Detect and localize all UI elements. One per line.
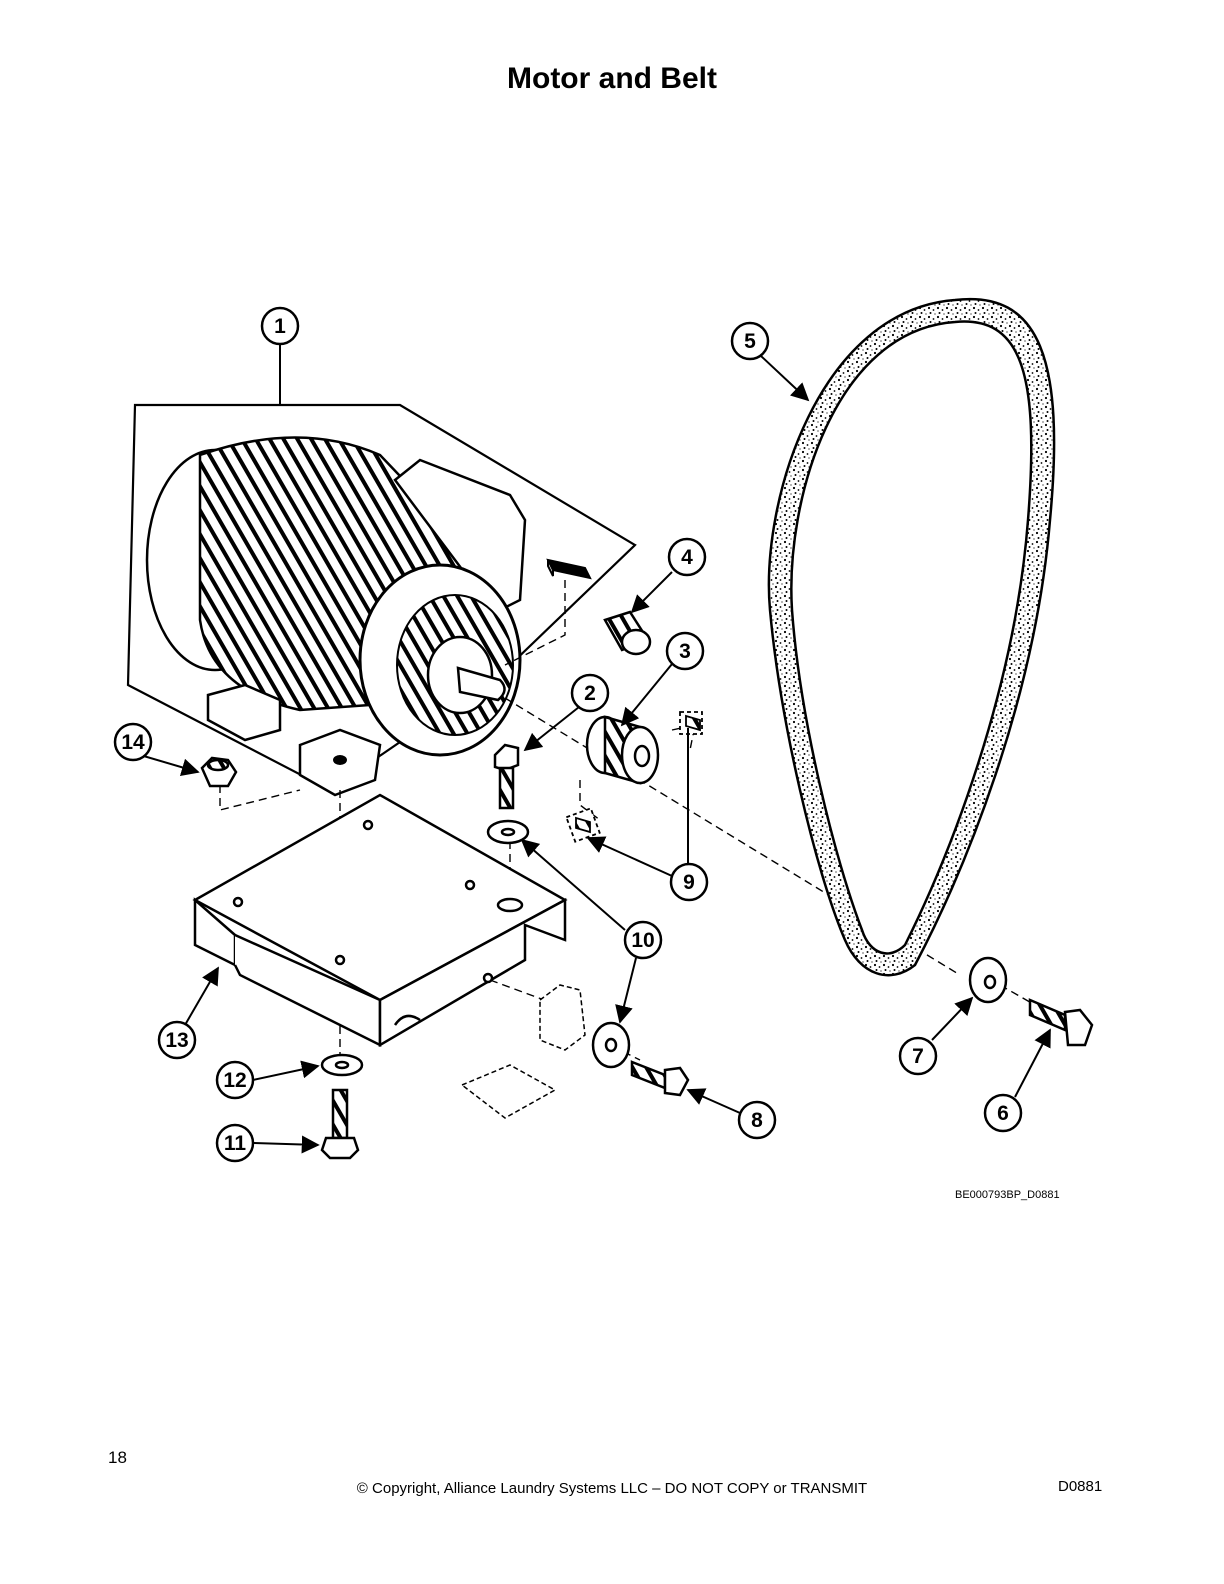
belt-washer xyxy=(968,956,1008,1004)
svg-text:7: 7 xyxy=(912,1045,924,1068)
svg-text:9: 9 xyxy=(683,871,695,894)
svg-text:13: 13 xyxy=(165,1029,188,1052)
svg-text:12: 12 xyxy=(223,1069,246,1092)
callout-14: 14 xyxy=(113,722,153,762)
belt-bolt xyxy=(1028,998,1094,1047)
svg-text:10: 10 xyxy=(631,929,654,952)
drawing-id: BE000793BP_D0881 xyxy=(955,1189,1060,1201)
washer-bottom xyxy=(320,1053,364,1077)
callout-11: 11 xyxy=(215,1123,255,1163)
cable-gland xyxy=(603,610,652,656)
callout-balloons: 1 2 3 4 5 6 7 8 9 10 11 12 13 14 xyxy=(113,306,1023,1163)
motor-mount-bracket xyxy=(192,793,568,1048)
svg-text:4: 4 xyxy=(681,546,693,569)
washer-top xyxy=(486,819,530,845)
callout-2: 2 xyxy=(570,673,610,713)
bottom-bolt xyxy=(320,1088,360,1160)
callout-7: 7 xyxy=(898,1036,938,1076)
svg-text:1: 1 xyxy=(274,315,286,338)
callout-8: 8 xyxy=(737,1100,777,1140)
callout-4: 4 xyxy=(667,537,707,577)
washer-lower xyxy=(591,1021,631,1069)
pulley-bolt xyxy=(493,743,520,810)
side-bolt xyxy=(630,1060,690,1097)
mounting-pad xyxy=(460,984,586,1119)
page-title: Motor and Belt xyxy=(507,62,717,95)
copyright-notice: © Copyright, Alliance Laundry Systems LL… xyxy=(356,1480,868,1497)
svg-text:2: 2 xyxy=(584,682,596,705)
set-screws xyxy=(565,711,703,843)
drive-belt xyxy=(767,297,1056,977)
callout-3: 3 xyxy=(665,631,705,671)
svg-text:6: 6 xyxy=(997,1102,1009,1125)
hex-nut xyxy=(200,756,238,788)
svg-text:8: 8 xyxy=(751,1109,763,1132)
callout-12: 12 xyxy=(215,1060,255,1100)
callout-9: 9 xyxy=(669,862,709,902)
callout-6: 6 xyxy=(983,1093,1023,1133)
svg-text:3: 3 xyxy=(679,640,691,663)
drive-pulley xyxy=(585,715,660,785)
callout-10: 10 xyxy=(623,920,663,960)
motor-assembly xyxy=(126,403,637,797)
svg-text:11: 11 xyxy=(224,1132,247,1155)
svg-text:14: 14 xyxy=(121,731,145,754)
callout-5: 5 xyxy=(730,321,770,361)
document-code: D0881 xyxy=(1058,1478,1103,1495)
page-number: 18 xyxy=(108,1448,127,1467)
callout-13: 13 xyxy=(157,1020,197,1060)
callout-1: 1 xyxy=(260,306,300,346)
svg-text:5: 5 xyxy=(744,330,756,353)
